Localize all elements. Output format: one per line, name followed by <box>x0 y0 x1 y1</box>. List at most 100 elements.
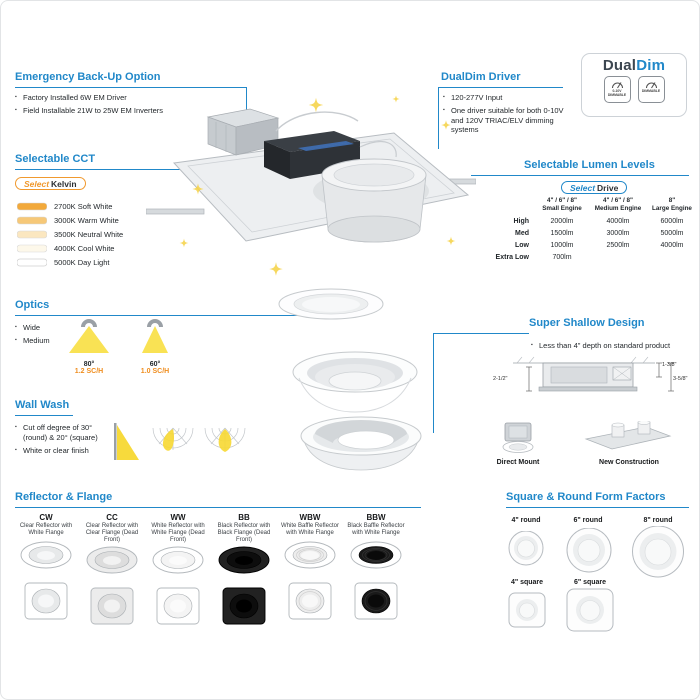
dualdim-driver-bullets: 120-277V Input One driver suitable for b… <box>443 93 575 138</box>
cct-option: 3000K Warm White <box>17 213 123 227</box>
lumen-value: 4000lm <box>606 217 630 225</box>
emergency-title: Emergency Back-Up Option <box>15 71 161 83</box>
lumen-row-label: Low <box>515 241 529 249</box>
cct-swatch <box>17 258 47 266</box>
shallow-title: Super Shallow Design <box>529 317 645 329</box>
callout-line <box>15 415 73 416</box>
square-trim-image <box>24 582 68 620</box>
ff-8-round-image <box>632 526 684 578</box>
callout-line <box>438 87 439 149</box>
bullet-item: Field Installable 21W to 25W EM Inverter… <box>15 106 240 116</box>
dualdim-logo-text: DualDim <box>602 57 666 74</box>
shallow-section-drawing <box>513 356 674 392</box>
lumen-value: 1000lm <box>550 241 574 249</box>
callout-line <box>15 169 257 170</box>
reflector-option-cw: CW Clear Reflector with White Flange <box>15 513 77 627</box>
square-trim-image <box>90 587 134 625</box>
lumen-row-label: Med <box>515 229 529 237</box>
lumen-table: 4" / 6" / 8"Small Engine 4" / 6" / 8"Med… <box>489 197 697 261</box>
beam-80-icon <box>69 319 109 353</box>
cct-swatch <box>17 202 47 210</box>
lumen-value: 5000lm <box>660 229 684 237</box>
reflector-option-cc: CC Clear Reflector with Clear Flange (De… <box>81 513 143 632</box>
lumen-col-header: 4" / 6" / 8"Small Engine <box>542 197 582 212</box>
optics-bullets: Wide Medium <box>15 323 65 349</box>
product-photo <box>146 95 476 276</box>
new-construction-image <box>584 421 672 450</box>
square-trim-image <box>288 582 332 620</box>
emergency-bullets: Factory Installed 6W EM Driver Field Ins… <box>15 93 240 119</box>
bullet-item: Less than 4" depth on standard product <box>531 341 691 351</box>
ff-4-square-image <box>508 592 546 628</box>
lumen-title: Selectable Lumen Levels <box>524 159 655 171</box>
lumen-value: 2500lm <box>606 241 630 249</box>
bullet-item: 120-277V Input <box>443 93 575 103</box>
lumen-row-label: Extra Low <box>495 253 529 261</box>
dim-1-3-8: 1-3/8" <box>662 362 677 368</box>
ff-6-square-image <box>566 588 614 632</box>
cct-swatch <box>17 230 47 238</box>
ff-6-square-label: 6" square <box>573 579 607 586</box>
lumen-col-header: 8"Large Engine <box>652 197 692 212</box>
cct-option: 5000K Day Light <box>17 255 123 269</box>
reflector-option-bbw: BBW Black Baffle Reflector with White Fl… <box>345 513 407 627</box>
callout-line <box>15 87 247 88</box>
beam-60-icon <box>142 319 168 353</box>
callout-line <box>433 333 529 334</box>
cct-swatch <box>17 244 47 252</box>
dimmer-triac-icon: DIMMABLE <box>637 76 665 103</box>
lumen-value: 6000lm <box>660 217 684 225</box>
dim-3-5-8: 3-5/8" <box>673 376 688 382</box>
cct-option: 4000K Cool White <box>17 241 123 255</box>
lumen-value: 2000lm <box>550 217 574 225</box>
square-trim-image <box>156 587 200 625</box>
bullet-item: Wide <box>15 323 65 333</box>
cct-swatch <box>17 216 47 224</box>
bullet-item: Factory Installed 6W EM Driver <box>15 93 240 103</box>
dualdim-logo: DualDim 0-10V DIMMABLE DIMMABLE <box>581 53 687 117</box>
wallwash-photometric-square-icon <box>204 427 246 452</box>
beam-80-group: 80° 1.2 SC/H <box>63 319 115 375</box>
dim-2-1-2: 2-1/2" <box>493 376 508 382</box>
beam-60-group: 60° 1.0 SC/H <box>129 319 181 375</box>
wallwash-wedge-icon <box>114 423 139 460</box>
lumen-col-header: 4" / 6" / 8"Medium Engine <box>594 197 642 212</box>
dimmer-0-10v-icon: 0-10V DIMMABLE <box>603 76 631 103</box>
round-trim-image <box>284 541 336 569</box>
lumen-value: 700lm <box>552 253 572 261</box>
ff-8-round-label: 8" round <box>643 517 673 524</box>
bullet-item: White or clear finish <box>15 446 107 456</box>
bullet-item: Medium <box>15 336 65 346</box>
ff-6-round-image <box>566 528 612 573</box>
round-trim-image <box>86 546 138 574</box>
round-trim-image <box>152 546 204 574</box>
lumen-value: 1500lm <box>550 229 574 237</box>
round-trim-image <box>218 546 270 574</box>
bullet-item: Cut off degree of 30° (round) & 20° (squ… <box>15 423 107 443</box>
reflector-option-ww: WW White Reflector with White Flange (De… <box>147 513 209 632</box>
callout-line <box>438 87 563 88</box>
cct-option: 2700K Soft White <box>17 199 123 213</box>
ff-4-round-label: 4" round <box>511 517 541 524</box>
optics-title: Optics <box>15 299 50 311</box>
lumen-value <box>589 254 647 261</box>
dial-icon <box>611 82 623 89</box>
square-trim-image <box>354 582 398 620</box>
lumen-value: 4000lm <box>660 241 684 249</box>
callout-line <box>506 507 689 508</box>
reflector-title: Reflector & Flange <box>15 491 113 503</box>
reflector-option-wbw: WBW White Baffle Reflector with White Fl… <box>279 513 341 627</box>
dualdim-driver-title: DualDim Driver <box>441 71 521 83</box>
ff-6-round-label: 6" round <box>573 517 603 524</box>
wallwash-bullets: Cut off degree of 30° (round) & 20° (squ… <box>15 423 107 458</box>
callout-line <box>246 87 247 119</box>
wallwash-photometric-round-icon <box>152 427 194 451</box>
bullet-item: One driver suitable for both 0-10V and 1… <box>443 106 575 135</box>
callout-line <box>15 507 421 508</box>
shallow-bullets: Less than 4" depth on standard product <box>531 341 691 354</box>
callout-line <box>433 333 434 433</box>
square-trim-image <box>222 587 266 625</box>
cct-title: Selectable CCT <box>15 153 96 165</box>
cct-option: 3500K Neutral White <box>17 227 123 241</box>
